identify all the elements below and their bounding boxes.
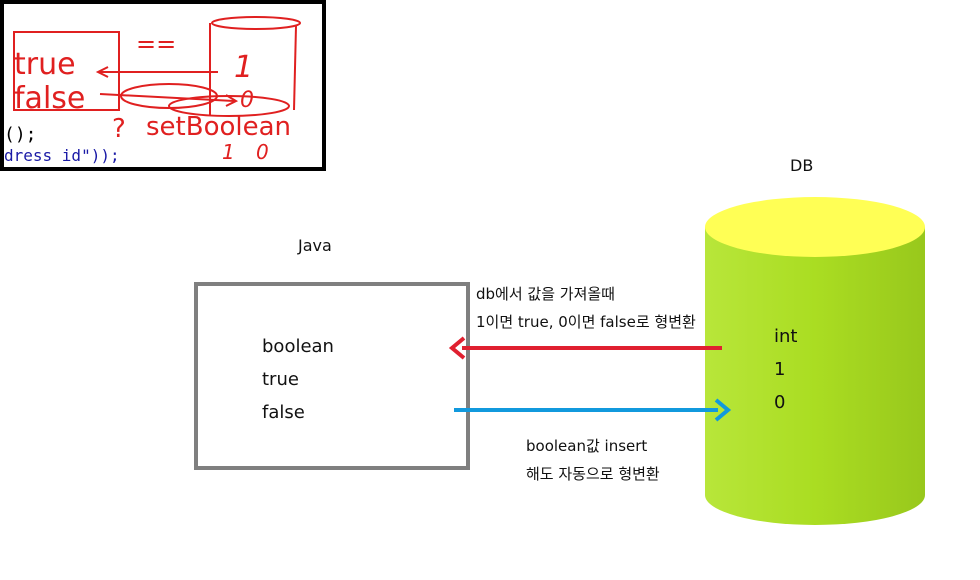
db-title: DB <box>790 156 814 175</box>
java-title: Java <box>298 236 332 255</box>
hand-arrow-false-to-zero <box>99 93 235 102</box>
code-line-1: (); <box>4 124 37 145</box>
code-line-2: dress id")); <box>4 146 120 165</box>
hand-equals-text: == <box>136 30 177 58</box>
db-line-one: 1 <box>774 359 786 380</box>
hand-cylinder-right <box>293 25 297 111</box>
java-line-false: false <box>262 402 305 423</box>
db-values: int 1 0 <box>774 320 797 419</box>
java-values: boolean true false <box>262 330 334 429</box>
java-line-boolean: boolean <box>262 336 334 357</box>
java-box: boolean true false <box>194 282 470 470</box>
hand-setboolean-text: setBoolean <box>146 112 292 142</box>
hand-question-text: ? <box>112 114 126 144</box>
hand-one-text: 1 <box>234 50 254 85</box>
db-line-int: int <box>774 326 798 347</box>
write-annotation-line-2: 해도 자동으로 형변환 <box>526 465 660 483</box>
db-cylinder-top <box>705 197 925 257</box>
write-annotation: boolean값 insert 해도 자동으로 형변환 <box>526 432 660 488</box>
db-cylinder-body <box>705 227 925 525</box>
read-arrow-head <box>448 336 466 360</box>
hand-cylinder-top <box>211 16 301 30</box>
hand-false-text: false <box>14 81 86 116</box>
java-line-true: true <box>262 369 299 390</box>
write-annotation-line-1: boolean값 insert <box>526 437 648 455</box>
annotated-code-screenshot: true false == 1 0 ? setBoolean 1 0 (); d… <box>0 0 326 171</box>
db-cylinder <box>705 197 925 525</box>
hand-bottom-one-text: 1 <box>222 140 235 164</box>
write-arrow-head <box>714 398 732 422</box>
read-annotation-line-1: db에서 값을 가져올때 <box>476 285 615 303</box>
read-annotation-line-2: 1이면 true, 0이면 false로 형변환 <box>476 313 696 331</box>
handwriting-overlay <box>13 16 301 117</box>
hand-bottom-zero-text: 0 <box>256 140 269 164</box>
hand-zero-text: 0 <box>240 88 254 113</box>
hand-loop-2 <box>168 95 290 117</box>
conversion-arrows <box>448 336 732 422</box>
hand-true-text: true <box>14 47 76 82</box>
read-annotation: db에서 값을 가져올때 1이면 true, 0이면 false로 형변환 <box>476 280 696 336</box>
db-line-zero: 0 <box>774 392 786 413</box>
